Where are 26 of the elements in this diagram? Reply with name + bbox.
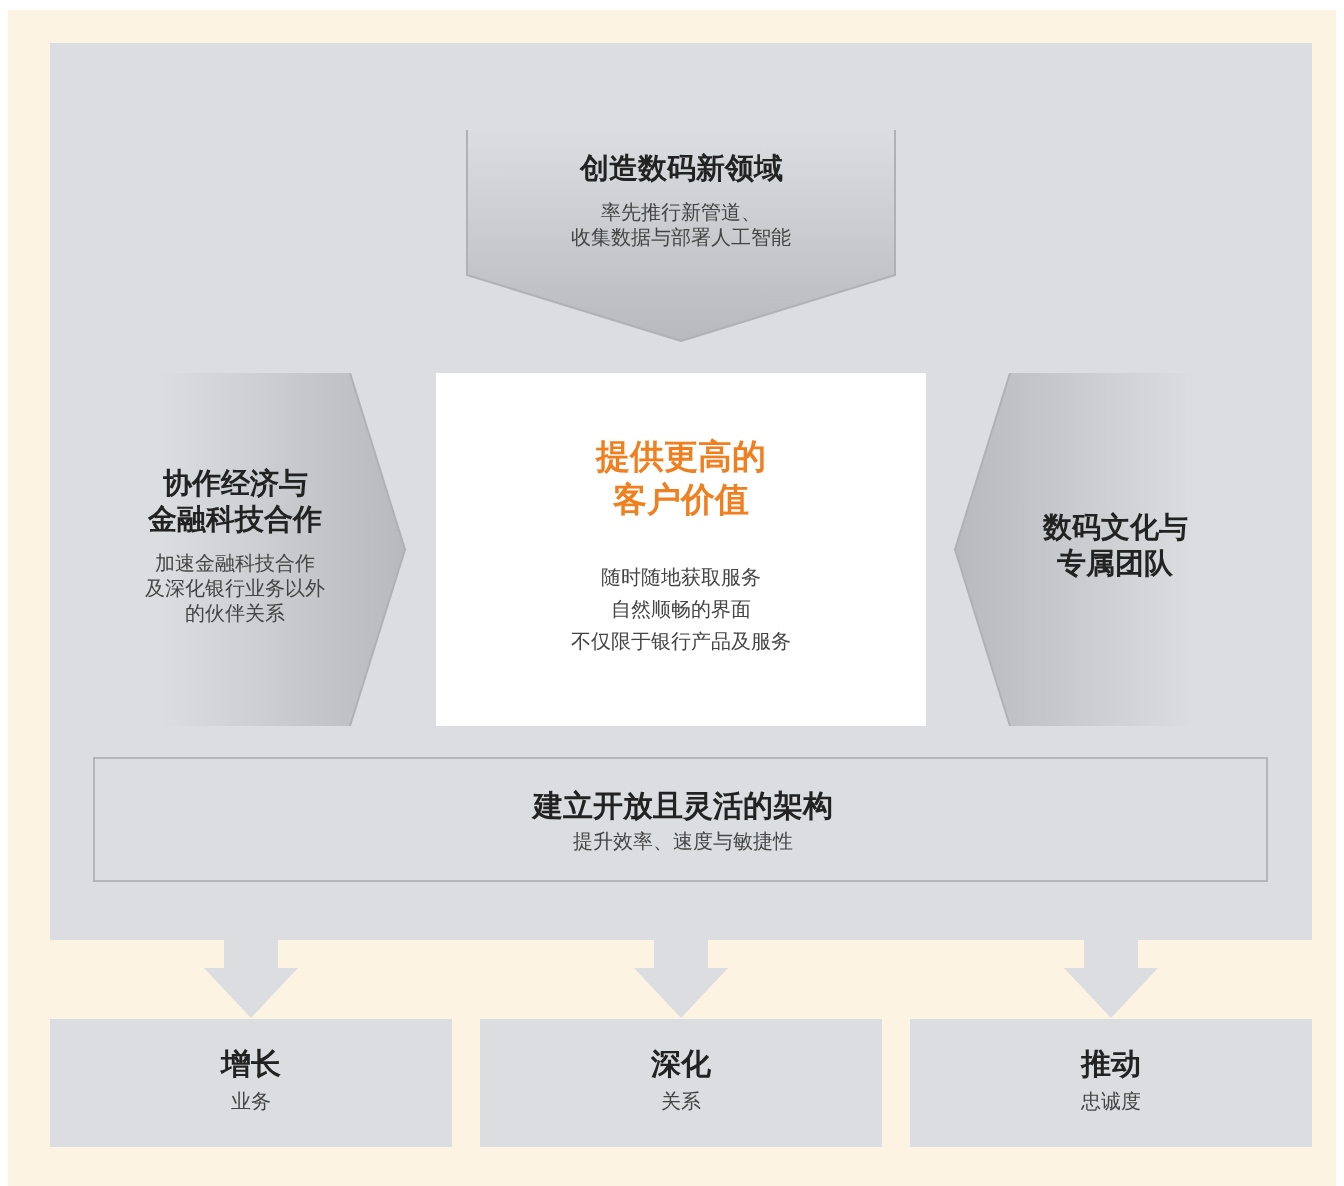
heading: 创造数码新领域 — [578, 150, 784, 187]
heading: 建立开放且灵活的架构 — [530, 787, 834, 825]
value-box — [436, 373, 926, 726]
heading: 提供更高的客户价值 — [594, 435, 767, 520]
description: 忠诚度 — [1080, 1089, 1142, 1114]
heading: 数码文化与专属团队 — [1041, 509, 1189, 582]
description: 自然顺畅的界面 — [610, 597, 752, 622]
description: 加速金融科技合作及深化银行业务以外的伙伴关系 — [144, 551, 326, 626]
heading: 增长 — [219, 1045, 282, 1083]
description: 关系 — [660, 1089, 702, 1114]
description: 业务 — [230, 1089, 272, 1114]
arrow — [634, 940, 728, 1018]
heading: 协作经济与金融科技合作 — [147, 465, 323, 538]
outcome-box — [50, 1019, 452, 1147]
description: 随时随地获取服务 — [600, 565, 762, 590]
outcome-box — [480, 1019, 882, 1147]
panel-background — [50, 43, 1312, 940]
heading: 推动 — [1079, 1045, 1142, 1083]
description: 率先推行新管道、收集数据与部署人工智能 — [570, 200, 792, 250]
description: 不仅限于银行产品及服务 — [570, 629, 792, 654]
framework-bar — [93, 757, 1268, 882]
heading: 深化 — [650, 1045, 712, 1083]
arrow — [1064, 940, 1158, 1018]
arrow — [204, 940, 298, 1018]
description: 提升效率、速度与敏捷性 — [571, 829, 794, 854]
outcome-box — [910, 1019, 1312, 1147]
